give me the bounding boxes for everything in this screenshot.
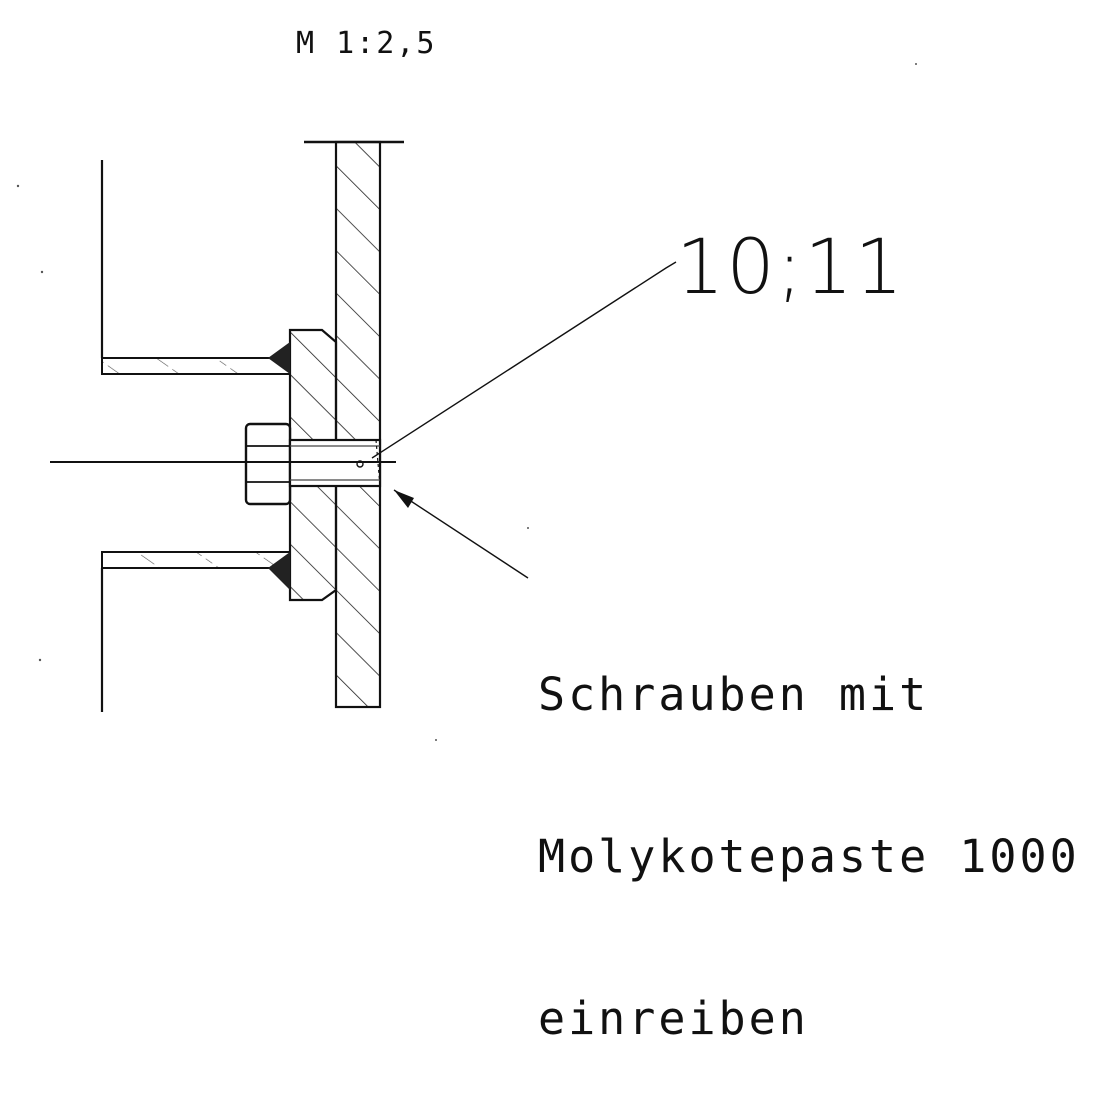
note-line-3: einreiben — [538, 992, 809, 1045]
part-reference-leader — [371, 261, 677, 459]
scan-specks — [16, 63, 917, 741]
wall-plate — [304, 140, 404, 709]
note-leader — [393, 489, 529, 579]
upper-tube — [100, 160, 291, 375]
scale-label: M 1:2,5 — [296, 26, 437, 61]
lower-tube — [100, 551, 291, 712]
technical-drawing — [16, 63, 917, 741]
part-reference-label: 10;11 — [676, 222, 906, 311]
assembly-note: Schrauben mit Molykotepaste 1000 einreib… — [538, 560, 1080, 1100]
note-line-2: Molykotepaste 1000 — [538, 830, 1080, 883]
center-mark — [356, 460, 364, 468]
note-line-1: Schrauben mit — [538, 668, 930, 721]
